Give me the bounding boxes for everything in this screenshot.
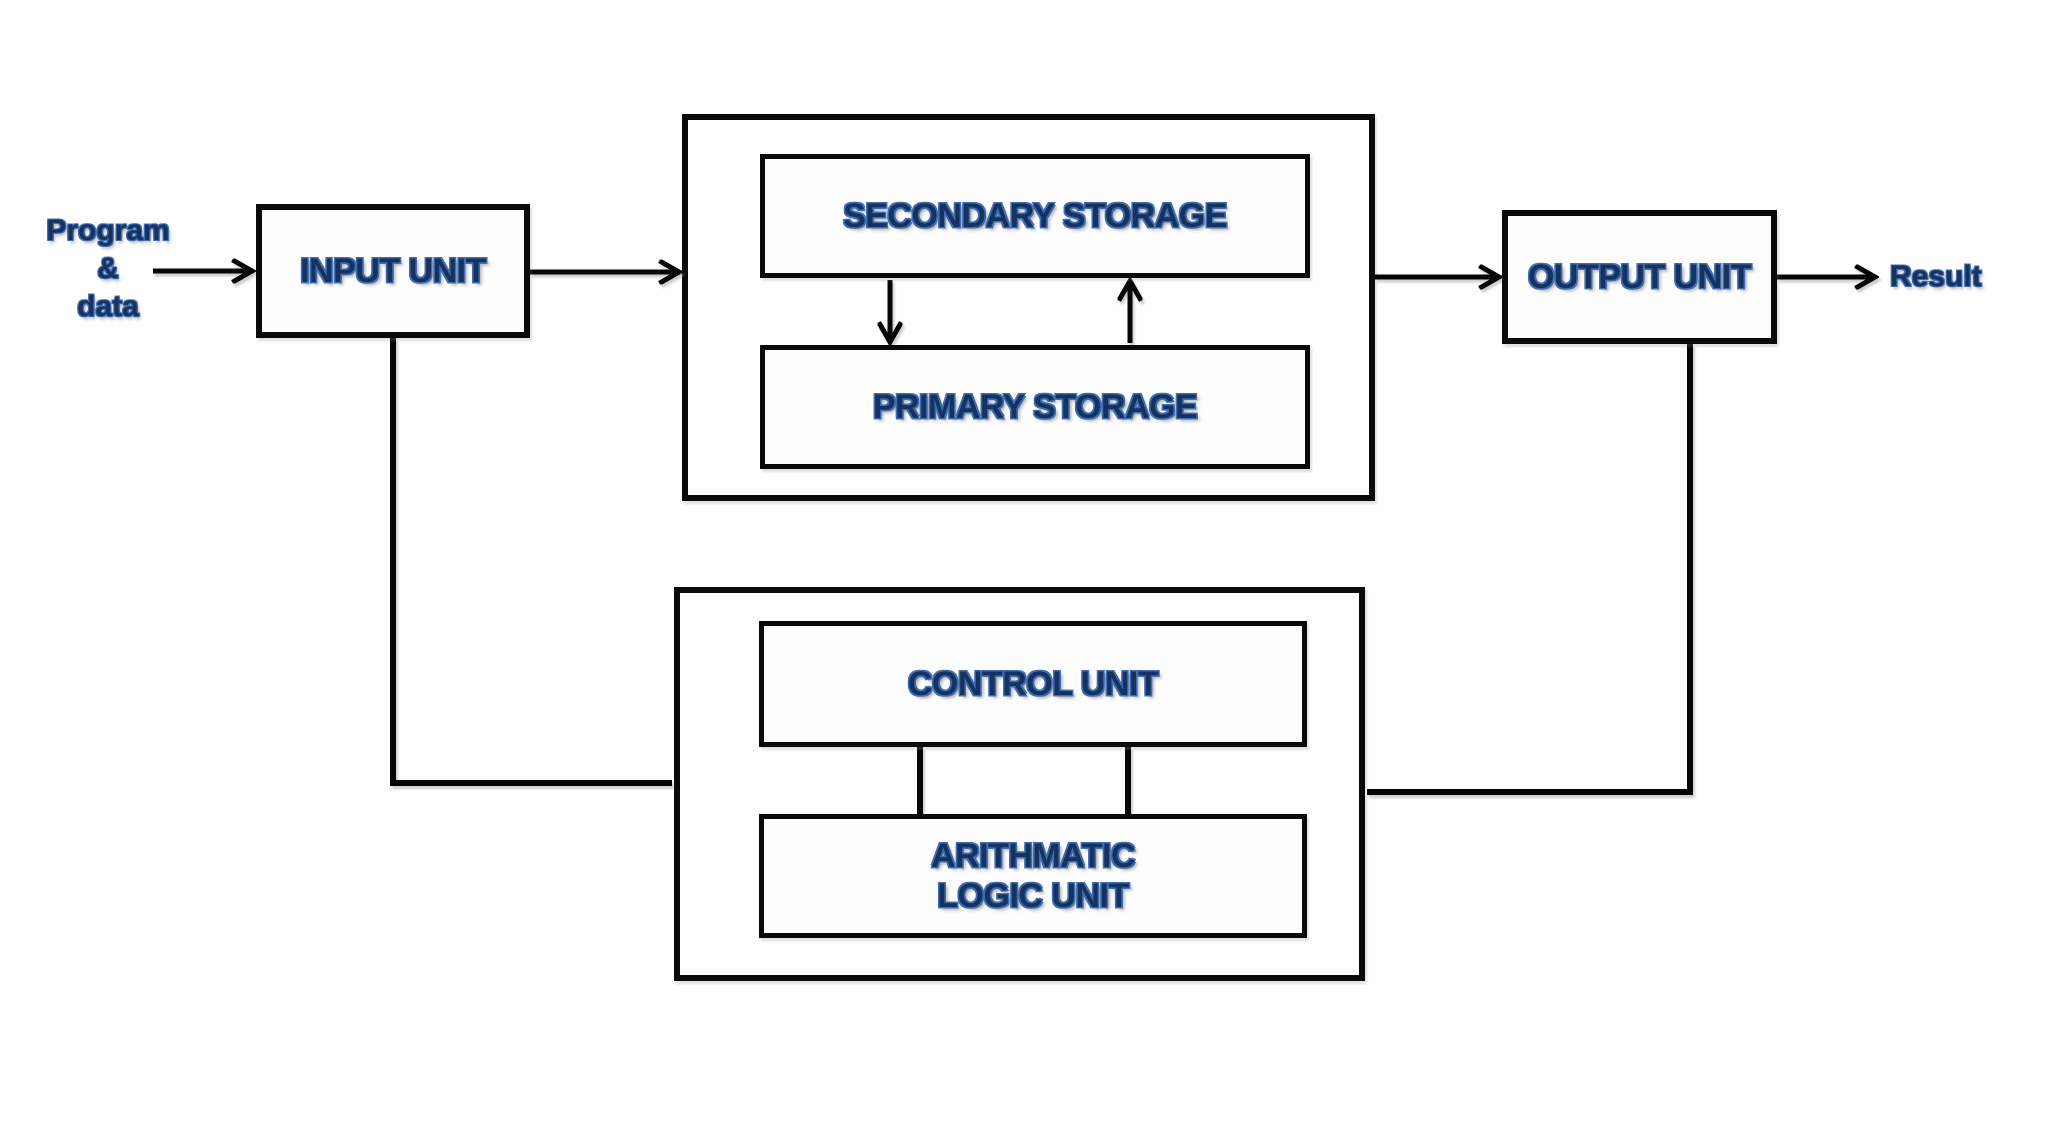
program-and-data-line3: data	[77, 290, 139, 323]
line-input-to-cpu	[390, 338, 672, 786]
line-output-to-cpu	[1367, 344, 1693, 795]
node-input-unit: INPUT UNIT	[256, 204, 530, 338]
secondary-storage-label: SECONDARY STORAGE	[843, 197, 1227, 235]
program-and-data-line2: &	[97, 252, 119, 285]
output-unit-label: OUTPUT UNIT	[1527, 258, 1752, 296]
cpu-block-container	[674, 587, 1365, 981]
input-unit-label: INPUT UNIT	[300, 252, 486, 290]
program-and-data-line1: Program	[46, 214, 170, 247]
primary-storage-label: PRIMARY STORAGE	[872, 388, 1198, 426]
node-output-unit: OUTPUT UNIT	[1502, 210, 1777, 344]
program-and-data-label: Program & data	[28, 212, 188, 326]
node-arithmetic-logic-unit: ARITHMATIC LOGIC UNIT	[759, 814, 1307, 938]
control-unit-label: CONTROL UNIT	[907, 665, 1159, 703]
alu-label-line2: LOGIC UNIT	[937, 877, 1129, 915]
storage-block-container	[682, 114, 1375, 501]
node-secondary-storage: SECONDARY STORAGE	[760, 154, 1310, 278]
node-primary-storage: PRIMARY STORAGE	[760, 345, 1310, 469]
result-label: Result	[1890, 260, 1982, 293]
node-control-unit: CONTROL UNIT	[759, 621, 1307, 747]
alu-label-line1: ARITHMATIC	[931, 837, 1136, 875]
